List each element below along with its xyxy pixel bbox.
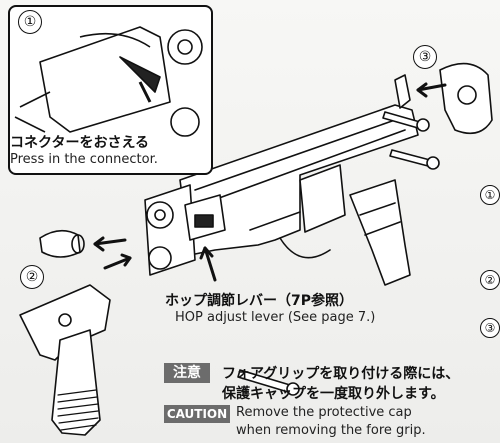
step-3-marker: ③: [413, 45, 437, 69]
connector-callout-en: Press in the connector.: [10, 152, 158, 167]
step-2-marker: ②: [20, 265, 44, 289]
connector-detail-drawing: [14, 26, 203, 137]
side-marker-2: ②: [480, 270, 500, 290]
notice-en-tag: CAUTION: [164, 405, 230, 423]
hop-callout-en: HOP adjust lever (See page 7.): [175, 310, 376, 325]
notice-jp-line1: フォアグリップを取り付ける際には、: [222, 366, 460, 382]
hop-callout-jp: ホップ調節レバー（7P参照）: [165, 293, 354, 309]
side-marker-1: ①: [480, 185, 500, 205]
notice-jp-line2: 保護キャップを一度取り外します。: [222, 386, 445, 402]
connector-callout-jp: コネクターをおさえる: [10, 135, 150, 151]
step-1-marker: ①: [18, 10, 42, 34]
notice-en-line2: when removing the fore grip.: [236, 423, 426, 438]
connector-detail-inset: [8, 5, 213, 175]
notice-en-line1: Remove the protective cap: [236, 405, 412, 420]
notice-jp-tag: 注意: [164, 363, 210, 383]
side-marker-3: ③: [480, 318, 500, 338]
